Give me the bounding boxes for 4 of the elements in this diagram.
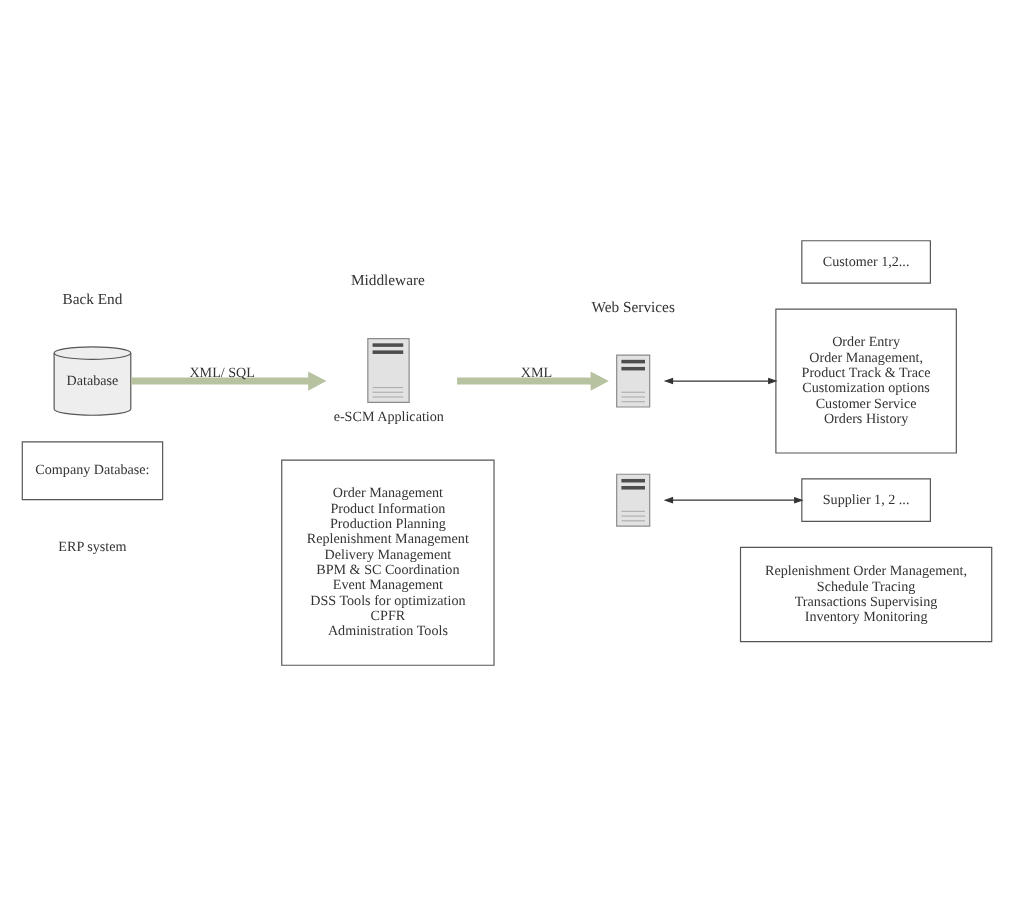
arrow — [663, 377, 778, 385]
arrow — [457, 371, 609, 391]
arrow — [663, 496, 804, 504]
arrow — [131, 371, 327, 391]
